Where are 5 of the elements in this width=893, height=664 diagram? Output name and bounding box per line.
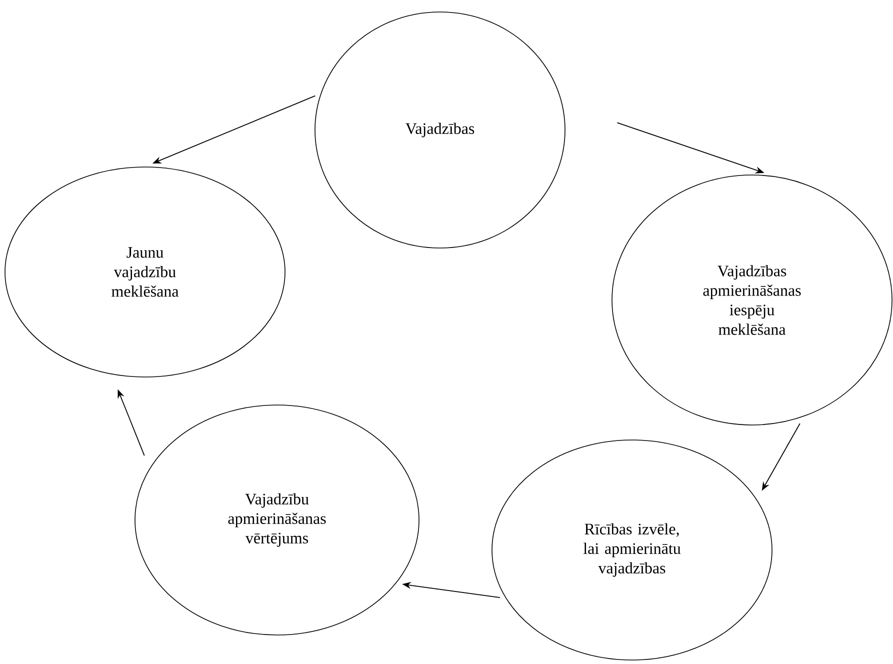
ellipse-node: Rīcības izvēle, lai apmierinātu vajadzības xyxy=(492,440,772,660)
ellipse-node: Vajadzību apmierināšanas vērtējums xyxy=(134,404,420,636)
ellipse-node: Vajadzības apmierināšanas iespēju meklēšana xyxy=(612,174,892,426)
ellipse-node: Vajadzības xyxy=(314,12,566,248)
ellipse-node: Jaunu vajadzību meklēšana xyxy=(4,166,286,378)
